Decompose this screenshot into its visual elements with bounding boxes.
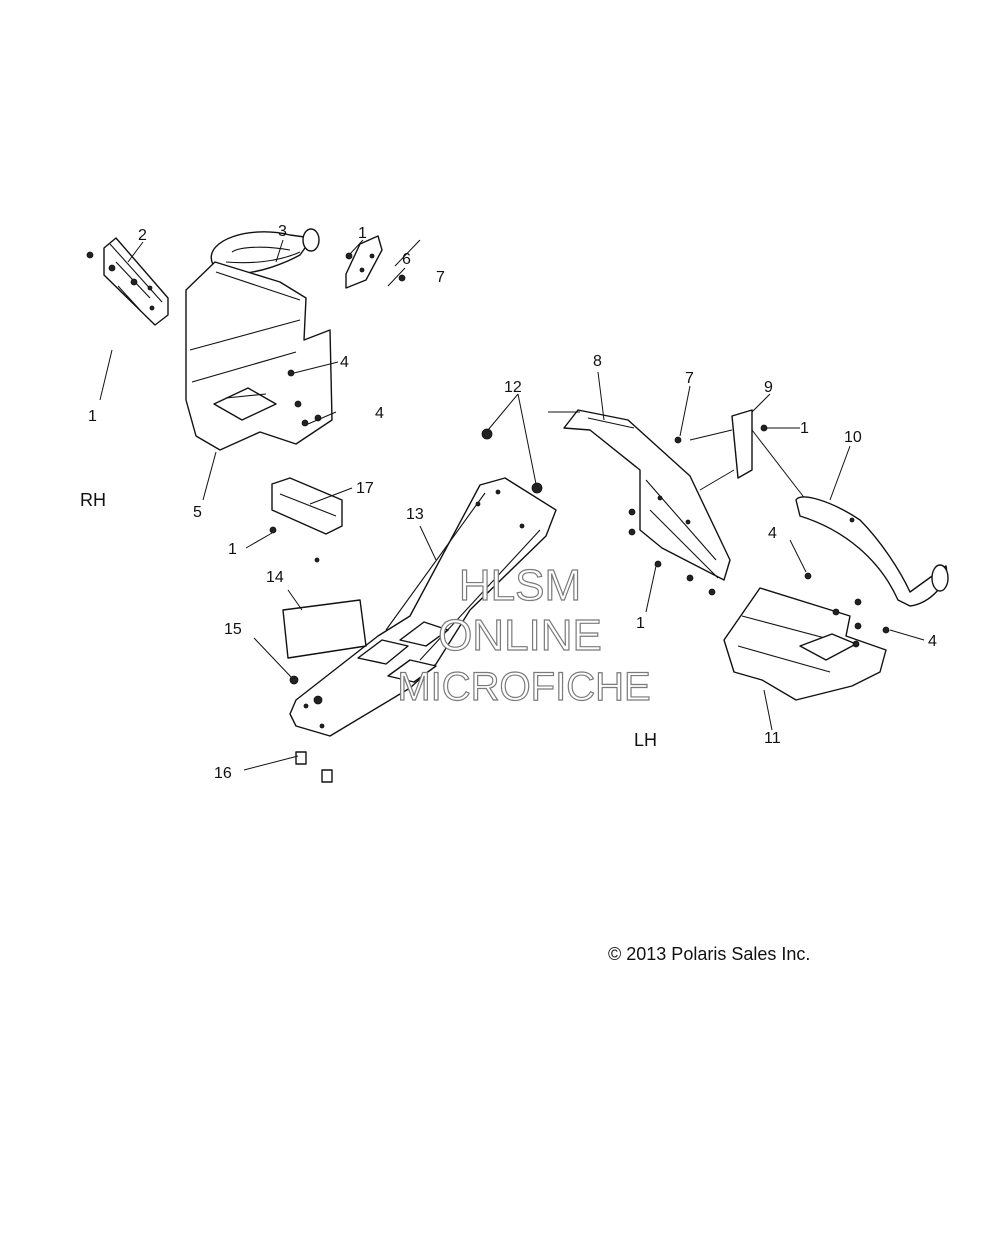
callout-label: 13 <box>406 506 424 523</box>
watermark: HLSM ONLINE MICROFICHE <box>397 560 652 709</box>
lh-hardware <box>628 424 890 634</box>
part-5-rh-guard <box>185 261 333 451</box>
callout-label: 8 <box>593 353 602 370</box>
callout-label: 10 <box>844 429 862 446</box>
watermark-line-3: MICROFICHE <box>397 665 650 709</box>
part-6-small-bracket <box>345 235 383 289</box>
part-17-rail <box>271 477 343 535</box>
callout-label: 16 <box>214 765 232 782</box>
callout-label: 1 <box>636 615 645 632</box>
callout-label: 1 <box>358 225 367 242</box>
part-10-tube <box>795 496 949 607</box>
callout-label: 5 <box>193 504 202 521</box>
callout-label: 7 <box>436 269 445 286</box>
part-9-small-bracket <box>689 409 807 501</box>
leader-lines <box>99 239 925 771</box>
callout-label: 1 <box>228 541 237 558</box>
part-11-lh-guard <box>723 587 887 701</box>
part-8-lh-bracket <box>548 409 731 581</box>
callout-label: 1 <box>88 408 97 425</box>
rh-hardware <box>86 251 543 563</box>
part-13-skid-plate <box>289 477 557 737</box>
callout-label: 4 <box>340 354 349 371</box>
callout-label: 11 <box>764 730 781 747</box>
callout-label: 1 <box>800 420 809 437</box>
callout-label: 6 <box>402 251 411 268</box>
callout-label: 4 <box>928 633 937 650</box>
callout-label: 12 <box>504 379 522 396</box>
callout-numbers: 1 2 3 1 6 7 4 1 4 5 17 1 12 13 8 7 9 1 1… <box>88 223 937 782</box>
callout-label: 4 <box>375 405 384 422</box>
callout-label: 4 <box>768 525 777 542</box>
callout-label: 15 <box>224 621 242 638</box>
copyright-text: © 2013 Polaris Sales Inc. <box>608 944 810 964</box>
callout-label: 9 <box>764 379 773 396</box>
part-14-decal <box>282 599 367 659</box>
callout-label: 3 <box>278 223 287 240</box>
callout-label: 14 <box>266 569 284 586</box>
callout-label: 2 <box>138 227 147 244</box>
lh-label: LH <box>634 730 657 750</box>
watermark-line-2: ONLINE <box>438 611 602 660</box>
callout-label: 7 <box>685 370 694 387</box>
rh-label: RH <box>80 490 106 510</box>
watermark-line-1: HLSM <box>459 561 581 610</box>
parts-15-16-hardware <box>289 675 333 783</box>
part-3-tube <box>210 228 320 275</box>
callout-label: 17 <box>356 480 374 497</box>
